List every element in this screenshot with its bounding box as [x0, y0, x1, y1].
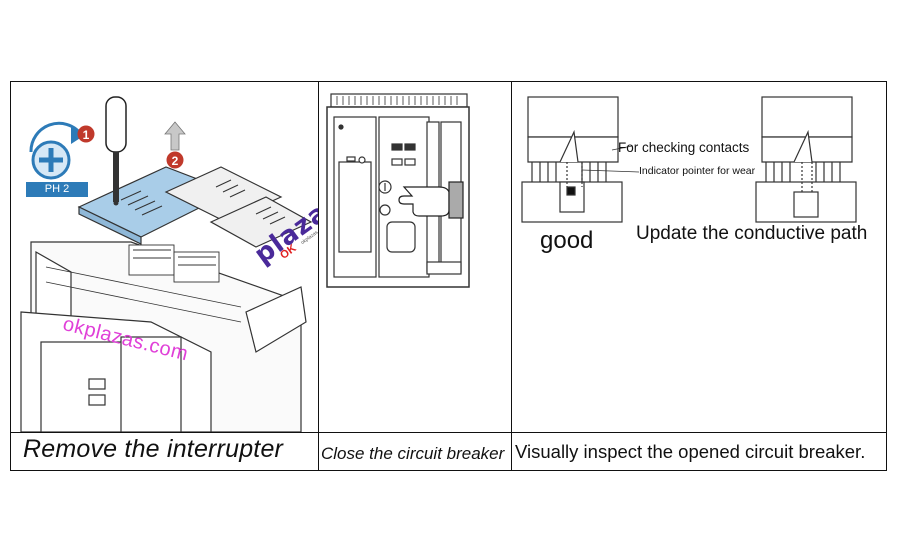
callout-checking-contacts: For checking contacts	[618, 140, 750, 155]
contact-comparison-illustration	[521, 96, 857, 223]
panel-inspect-breaker: For checking contacts Indicator pointer …	[512, 82, 888, 432]
callout-indicator-pointer: Indicator pointer for wear	[639, 165, 756, 177]
step-2-badge	[166, 151, 184, 169]
hand-pointer-icon	[398, 181, 464, 219]
step-1-badge	[77, 125, 95, 143]
caption-row-divider	[11, 432, 886, 434]
instruction-table: 1 2 PH 2 okplazas.com plazas OK okplazas…	[10, 81, 887, 471]
label-update-path: Update the conductive path	[636, 223, 868, 244]
column-divider-2	[511, 82, 513, 470]
panel-remove-interrupter: 1 2 PH 2 okplazas.com plazas OK okplazas…	[11, 82, 318, 432]
caption-remove-interrupter: Remove the interrupter	[23, 435, 284, 463]
step-2-number: 2	[172, 154, 179, 168]
caption-close-breaker: Close the circuit breaker	[321, 444, 505, 463]
screwdriver-icon	[105, 96, 127, 206]
label-good: good	[540, 227, 594, 254]
step-1-number: 1	[83, 128, 90, 142]
contact-good-diagram	[521, 96, 640, 223]
phillips-head-icon	[31, 140, 71, 180]
up-arrow-icon	[164, 121, 186, 151]
ph2-badge: PH 2	[26, 182, 88, 197]
panel-close-breaker	[319, 82, 511, 432]
caption-inspect-breaker: Visually inspect the opened circuit brea…	[515, 441, 866, 462]
breaker-isometric-illustration: 1 2	[20, 96, 313, 432]
contact-worn-diagram	[755, 96, 857, 223]
breaker-front-illustration	[326, 93, 470, 288]
column-divider-1	[318, 82, 320, 470]
